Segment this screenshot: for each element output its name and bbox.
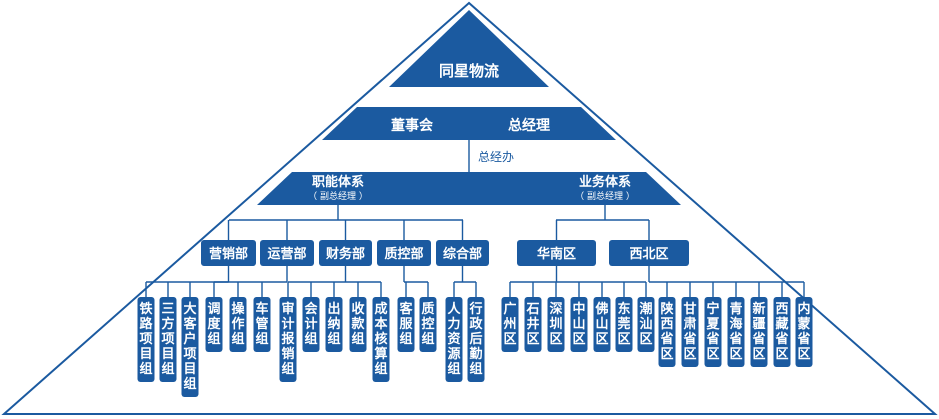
company-label: 同星物流 bbox=[439, 62, 499, 80]
group-box bbox=[137, 297, 155, 382]
org-tree: 营销部 运营部 财务部 质控部 综合部铁路项目组三方项目组大客户项目组调度组操作组车管组… bbox=[137, 205, 813, 397]
branch-label: 青海省区 bbox=[728, 301, 742, 362]
branch-label: 内蒙省区 bbox=[796, 301, 810, 362]
branch-label: 西藏省区 bbox=[774, 302, 788, 362]
department-label: 运营部 bbox=[267, 246, 306, 262]
branch-label: 新疆省区 bbox=[751, 301, 765, 362]
group-label: 质控组 bbox=[421, 301, 434, 347]
group-label: 人力资源组 bbox=[447, 301, 461, 377]
business-system-title: 业务体系 bbox=[579, 174, 631, 190]
department-label: 质控部 bbox=[384, 246, 423, 262]
department-box bbox=[436, 240, 489, 266]
group-label: 会计组 bbox=[304, 301, 318, 347]
group-label: 三方项目组 bbox=[161, 302, 174, 377]
branch-box bbox=[615, 297, 633, 352]
company-node bbox=[389, 10, 549, 87]
group-box bbox=[325, 297, 343, 352]
group-box bbox=[397, 297, 415, 352]
group-box bbox=[181, 297, 199, 397]
branch-box bbox=[547, 297, 565, 352]
branch-box bbox=[704, 297, 722, 367]
group-label: 车管组 bbox=[255, 301, 268, 347]
department-label: 营销部 bbox=[209, 246, 248, 262]
branch-label: 石井区 bbox=[525, 302, 539, 347]
group-label: 出纳组 bbox=[327, 301, 340, 347]
branch-box bbox=[727, 297, 745, 367]
branch-label: 深圳区 bbox=[549, 301, 562, 347]
group-box bbox=[467, 297, 485, 382]
group-box bbox=[229, 297, 247, 352]
group-label: 成本核算组 bbox=[374, 301, 387, 377]
systems-node bbox=[257, 172, 681, 205]
region-box bbox=[517, 240, 596, 266]
group-label: 铁路项目组 bbox=[138, 301, 153, 377]
region-label: 西北区 bbox=[629, 247, 668, 262]
group-box bbox=[302, 297, 320, 352]
branch-label: 宁夏省区 bbox=[705, 301, 720, 362]
group-box bbox=[159, 297, 177, 382]
department-box bbox=[260, 240, 314, 266]
region-box bbox=[609, 240, 689, 266]
branch-box bbox=[524, 297, 542, 352]
group-box bbox=[253, 297, 271, 352]
branch-label: 佛山区 bbox=[594, 301, 608, 347]
group-box bbox=[419, 297, 437, 352]
branch-box bbox=[795, 297, 813, 367]
department-box bbox=[377, 240, 431, 266]
branch-label: 广州区 bbox=[502, 301, 516, 347]
board-gm-node bbox=[322, 107, 616, 140]
group-box bbox=[279, 297, 297, 382]
branch-box bbox=[637, 297, 655, 352]
business-system-subtitle: （ 副总经理 ） bbox=[575, 190, 635, 202]
group-label: 行政后勤组 bbox=[468, 301, 483, 377]
functional-system-subtitle: （ 副总经理 ） bbox=[308, 190, 368, 202]
branch-box bbox=[773, 297, 791, 367]
region-label: 华南区 bbox=[537, 246, 576, 262]
branch-box bbox=[501, 297, 519, 352]
group-box bbox=[349, 297, 367, 352]
branch-label: 东莞区 bbox=[617, 301, 630, 347]
group-label: 大客户项目组 bbox=[183, 301, 197, 392]
board-label: 董事会 bbox=[391, 117, 434, 134]
general-manager-label: 总经理 bbox=[508, 117, 550, 134]
department-label: 财务部 bbox=[326, 246, 365, 262]
department-label: 综合部 bbox=[443, 246, 482, 262]
gm-office-label: 总经办 bbox=[478, 149, 514, 164]
branch-label: 陕西省区 bbox=[659, 301, 674, 362]
department-box bbox=[201, 240, 256, 266]
group-box bbox=[445, 297, 463, 382]
branch-box bbox=[658, 297, 676, 367]
group-box bbox=[372, 297, 390, 382]
branch-box bbox=[593, 297, 611, 352]
group-label: 操作组 bbox=[231, 301, 244, 347]
group-label: 调度组 bbox=[207, 302, 221, 347]
department-box bbox=[319, 240, 372, 266]
group-box bbox=[205, 297, 223, 352]
branch-label: 中山区 bbox=[572, 301, 585, 347]
functional-system-title: 职能体系 bbox=[312, 174, 364, 190]
branch-box bbox=[570, 297, 588, 352]
branch-box bbox=[681, 297, 699, 367]
group-label: 收款组 bbox=[351, 301, 365, 347]
group-label: 客服组 bbox=[399, 301, 413, 347]
branch-box bbox=[750, 297, 768, 367]
branch-label: 潮汕区 bbox=[639, 301, 652, 347]
branch-label: 甘肃省区 bbox=[682, 301, 696, 362]
group-label: 审计报销组 bbox=[281, 301, 295, 377]
